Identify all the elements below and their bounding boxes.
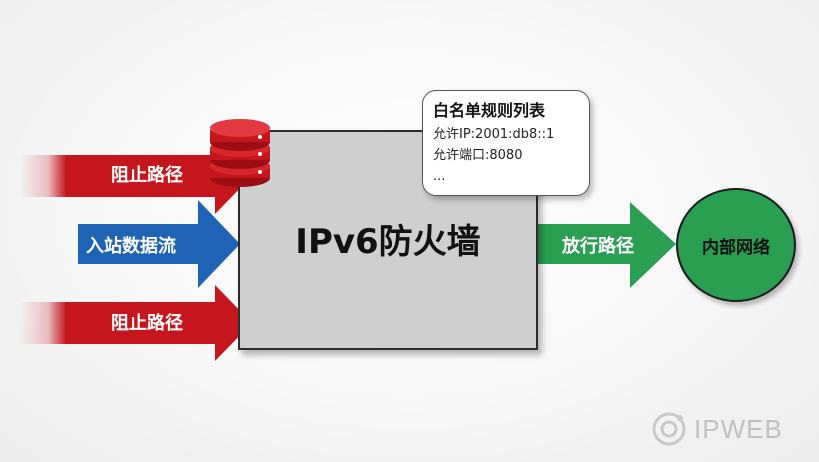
whitelist-rule: ... — [433, 169, 446, 184]
inbound-flow-label: 入站数据流 — [86, 236, 176, 257]
internal-network-node: 内部网络 — [676, 188, 796, 302]
whitelist-title: 白名单规则列表 — [433, 101, 546, 120]
whitelist-rule: 允许端口:8080 — [433, 148, 523, 163]
allow-path-label: 放行路径 — [562, 236, 634, 257]
watermark-brand: IPWEB — [694, 413, 783, 444]
whitelist-rule: 允许IP:2001:db8::1 — [433, 127, 555, 142]
allow-path-arrow — [538, 202, 676, 288]
firewall-label: IPv6防火墙 — [295, 222, 481, 262]
block-path-top-arrow — [20, 138, 252, 214]
database-icon — [210, 119, 270, 187]
inbound-flow-arrow — [78, 200, 240, 288]
watermark: IPWEB — [650, 410, 783, 448]
internal-network-label: 内部网络 — [702, 237, 770, 258]
block-path-bottom-label: 阻止路径 — [111, 313, 183, 334]
block-path-top-label: 阻止路径 — [111, 165, 183, 186]
block-path-bottom-arrow — [20, 285, 252, 361]
ipweb-logo-icon — [652, 412, 686, 446]
whitelist-callout: 白名单规则列表 允许IP:2001:db8::1 允许端口:8080 ... — [422, 90, 590, 196]
